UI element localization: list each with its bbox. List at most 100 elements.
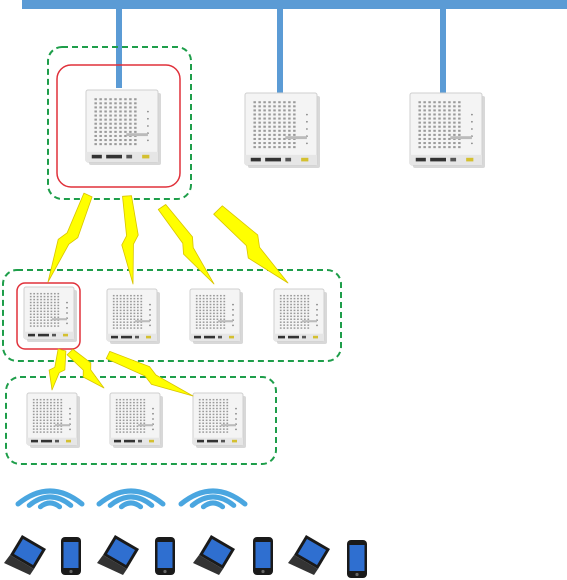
ap-vent-grille [253, 101, 296, 149]
laptop-base [97, 555, 127, 575]
access-point-mesh [109, 392, 163, 448]
ap-led [147, 110, 149, 113]
wifi-arc [178, 488, 248, 507]
wifi-arc [96, 488, 166, 507]
ap-status-light [66, 439, 71, 443]
laptop-base [4, 555, 34, 575]
phone-button [355, 572, 359, 577]
ap-led [235, 418, 237, 420]
ap-brand-mark [135, 320, 150, 323]
ap-port [250, 157, 261, 162]
ap-led [149, 314, 151, 316]
ap-led [152, 418, 154, 420]
ap-status-light [142, 154, 150, 159]
ap-led [232, 314, 234, 316]
ap-led [152, 428, 154, 431]
wireless-link-bolt [47, 192, 93, 283]
phone-button [261, 569, 265, 574]
ap-brand-mark [55, 424, 70, 427]
ap-led [306, 128, 308, 130]
wireless-link-bolt [157, 204, 215, 285]
phone-screen [157, 542, 173, 568]
ap-brand-mark [52, 318, 67, 321]
ap-led [149, 308, 151, 311]
ap-led [316, 314, 318, 316]
wifi-arc [37, 500, 63, 510]
laptop-icon [97, 535, 139, 575]
ap-port [111, 335, 118, 339]
ap-port [302, 335, 306, 339]
ap-port [415, 157, 426, 162]
ap-led [69, 418, 71, 420]
access-point-mesh [273, 288, 327, 344]
ap-led [235, 407, 237, 410]
ap-led [149, 324, 151, 327]
ap-port [430, 157, 446, 162]
root-ap-highlight [56, 64, 181, 188]
laptop-screen [298, 539, 326, 565]
ap-port [106, 154, 122, 159]
ap-port [221, 439, 225, 443]
ap-led [147, 117, 149, 120]
ap-status-light [229, 335, 234, 339]
ap-led [471, 120, 473, 123]
ap-port [450, 157, 457, 162]
ap-port [114, 439, 121, 443]
phone-button [163, 569, 167, 574]
laptop-base [288, 555, 318, 575]
wifi-arc [15, 488, 85, 507]
phone-screen [349, 545, 365, 571]
laptop-screen [203, 539, 231, 565]
ap-led [316, 308, 318, 311]
ap-led [306, 113, 308, 116]
wireless-link-bolt [66, 348, 105, 389]
ap-status-light [149, 439, 154, 443]
ap-port [194, 335, 201, 339]
wifi-signal-icon [96, 488, 166, 510]
ap-led [66, 312, 68, 314]
access-point-root [85, 89, 161, 165]
ap-led [232, 324, 234, 327]
ap-brand-mark [218, 320, 233, 323]
access-point-mesh [189, 288, 243, 344]
wifi-arc [200, 500, 226, 510]
ap-led [471, 113, 473, 116]
ap-port [288, 335, 299, 339]
backbone-bar [22, 0, 567, 9]
ap-port [126, 154, 133, 159]
wifi-signal-icon [15, 488, 85, 510]
ap-led [66, 322, 68, 325]
access-points [16, 64, 485, 448]
client-devices [4, 535, 367, 578]
ap-status-light [313, 335, 318, 339]
ap-led [316, 324, 318, 327]
ap-port [55, 439, 59, 443]
ap-led [69, 407, 71, 410]
ap-port [28, 333, 35, 337]
backbone-drop [277, 8, 283, 95]
wireless-links [47, 192, 289, 397]
ap-port [91, 154, 102, 159]
access-point-root [244, 92, 320, 168]
wireless-link-bolt [213, 205, 289, 284]
wifi-signal-icon [178, 488, 248, 510]
ap-led [471, 128, 473, 130]
wireless-link-bolt [105, 350, 194, 397]
ap-led [152, 412, 154, 415]
access-point-mesh [192, 392, 246, 448]
smartphone-icon [61, 537, 81, 575]
laptop-icon [288, 535, 330, 575]
ap-led [235, 412, 237, 415]
access-point-mesh [23, 286, 77, 342]
backbone-drop [116, 8, 122, 88]
wifi-arc [189, 494, 237, 508]
laptop-icon [193, 535, 235, 575]
access-point-mesh [106, 288, 160, 344]
ap-brand-mark [450, 136, 472, 140]
ap-port [38, 333, 49, 337]
ap-led [147, 125, 149, 127]
wireless-link-bolt [121, 195, 139, 285]
ap-vent-grille [29, 292, 60, 327]
smartphone-icon [347, 540, 367, 578]
